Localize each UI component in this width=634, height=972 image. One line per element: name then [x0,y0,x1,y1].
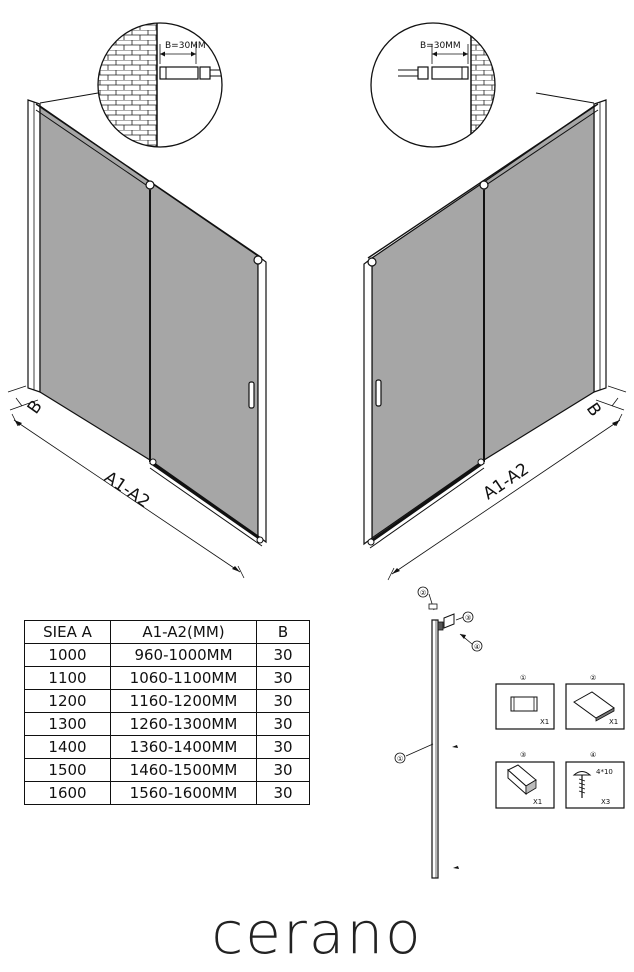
table-cell: 30 [256,758,310,782]
table-row: 1200 1160-1200MM 30 [24,689,310,713]
table-cell: 1600 [24,781,111,805]
table-cell: 30 [256,666,310,690]
door-left [27,99,267,547]
table-cell: 1360-1400MM [110,735,257,759]
box4-number: ④ [590,751,596,759]
brand-logo: cerano [211,899,423,967]
detail-left-label: B=30MM [165,41,206,51]
leader-line-right [535,92,595,104]
table-row: 1400 1360-1400MM 30 [24,735,310,759]
table-row: 1600 1560-1600MM 30 [24,781,310,805]
callout-1: ① [397,755,403,763]
table-header: B [256,620,310,644]
table-cell: 30 [256,643,310,667]
table-cell: 1500 [24,758,111,782]
dim-right-b: B [582,399,605,420]
box3-number: ③ [520,751,526,759]
table-cell: 1260-1300MM [110,712,257,736]
box2-qty: X1 [609,718,618,726]
parts-box-3: ③ X1 [495,751,555,809]
leader-line-left [39,92,99,104]
callout-4: ④ [474,643,480,651]
table-cell: 1460-1500MM [110,758,257,782]
detail-circle-left: B=30MM [97,22,223,148]
table-row: 1100 1060-1100MM 30 [24,666,310,690]
table-header: A1-A2(MM) [110,620,257,644]
parts-box-1: ① X1 [495,674,555,730]
table-header-row: SIEA A A1-A2(MM) B [24,620,310,644]
dim-left-a: A1-A2 [100,468,153,513]
callout-2: ② [420,589,426,597]
table-cell: 1400 [24,735,111,759]
table-cell: 1100 [24,666,111,690]
box2-number: ② [590,674,596,682]
table-cell: 1000 [24,643,111,667]
detail-circle-right: B=30MM [370,22,496,148]
dim-left-b: B [24,397,47,418]
box4-spec: 4*10 [596,768,613,776]
table-cell: 30 [256,735,310,759]
profile-assembly: ② ③ ④ ① [394,586,483,879]
table-cell: 30 [256,689,310,713]
table-row: 1000 960-1000MM 30 [24,643,310,667]
table-row: 1300 1260-1300MM 30 [24,712,310,736]
box4-qty: X3 [601,798,610,806]
box1-qty: X1 [540,718,549,726]
table-cell: 30 [256,712,310,736]
table-cell: 1300 [24,712,111,736]
table-header: SIEA A [24,620,111,644]
table-cell: 30 [256,781,310,805]
box3-qty: X1 [533,798,542,806]
box1-number: ① [520,674,526,682]
table-cell: 960-1000MM [110,643,257,667]
door-right [363,99,607,549]
dim-right-a: A1-A2 [480,459,533,504]
parts-box-4: ④ 4*10 X3 [565,751,625,809]
parts-box-2: ② X1 [565,674,625,730]
table-cell: 1560-1600MM [110,781,257,805]
table-row: 1500 1460-1500MM 30 [24,758,310,782]
table-cell: 1060-1100MM [110,666,257,690]
table-cell: 1200 [24,689,111,713]
detail-right-label: B=30MM [420,41,461,51]
table-cell: 1160-1200MM [110,689,257,713]
callout-3: ③ [465,614,471,622]
size-table: SIEA A A1-A2(MM) B 1000 960-1000MM 30 11… [24,620,310,805]
